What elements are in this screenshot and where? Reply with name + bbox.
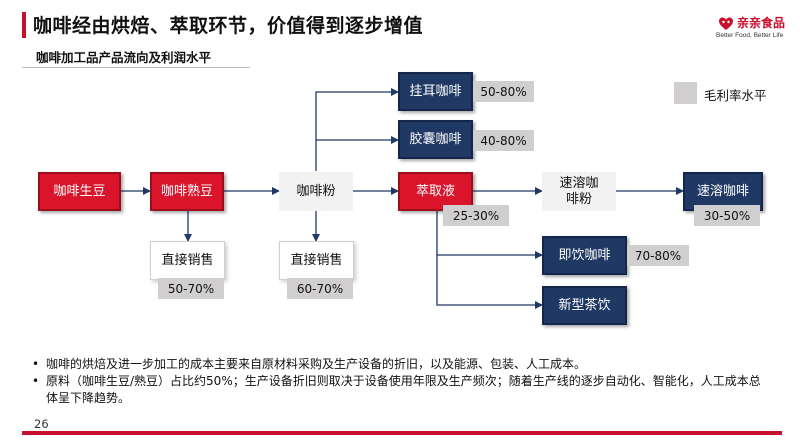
node-capsule-coffee: 胶囊咖啡 xyxy=(398,120,473,159)
legend-swatch xyxy=(674,82,697,104)
node-roasted-bean: 咖啡熟豆 xyxy=(150,172,224,211)
arrow-powder-to-drip xyxy=(315,88,399,171)
note-item: 原料（咖啡生豆/熟豆）占比约50%；生产设备折旧则取决于设备使用年限及生产频次；… xyxy=(30,373,770,407)
margin-drip-coffee: 50-80% xyxy=(473,81,534,102)
page-title: 咖啡经由烘焙、萃取环节，价值得到逐步增值 xyxy=(33,15,424,37)
node-direct-sale-2: 直接销售 xyxy=(279,241,354,280)
notes-list: 咖啡的烘焙及进一步加工的成本主要来自原材料采购及生产设备的折旧，以及能源、包装、… xyxy=(30,356,770,407)
page-subtitle: 咖啡加工品产品流向及利润水平 xyxy=(36,50,212,65)
node-coffee-powder: 咖啡粉 xyxy=(279,172,353,211)
node-rtd-coffee: 即饮咖啡 xyxy=(542,236,627,275)
arrow-extract-to-new-tea xyxy=(436,255,543,309)
node-instant-coffee: 速溶咖啡 xyxy=(683,172,763,211)
margin-direct-sale-2: 60-70% xyxy=(287,278,353,299)
margin-extract: 25-30% xyxy=(443,205,509,226)
margin-capsule-coffee: 40-80% xyxy=(473,130,534,151)
margin-instant-coffee: 30-50% xyxy=(694,205,760,226)
node-drip-coffee: 挂耳咖啡 xyxy=(398,72,473,111)
brand-name: 亲亲食品 xyxy=(737,16,786,30)
footer-line xyxy=(22,431,782,435)
node-extract: 萃取液 xyxy=(398,172,473,211)
margin-direct-sale-1: 50-70% xyxy=(158,278,224,299)
subtitle-underline xyxy=(22,67,250,68)
legend-label: 毛利率水平 xyxy=(704,88,767,103)
margin-rtd-coffee: 70-80% xyxy=(627,245,689,266)
page-number: 26 xyxy=(34,417,49,431)
node-green-bean: 咖啡生豆 xyxy=(38,172,121,211)
brand-slogan: Better Food, Better Life xyxy=(716,32,784,39)
title-accent-bar xyxy=(22,12,26,38)
node-new-tea: 新型茶饮 xyxy=(542,286,627,325)
node-instant-powder: 速溶咖啡粉 xyxy=(542,172,616,211)
brand-logo-icon xyxy=(719,17,733,30)
node-direct-sale-1: 直接销售 xyxy=(150,241,225,280)
note-item: 咖啡的烘焙及进一步加工的成本主要来自原材料采购及生产设备的折旧，以及能源、包装、… xyxy=(30,356,770,373)
